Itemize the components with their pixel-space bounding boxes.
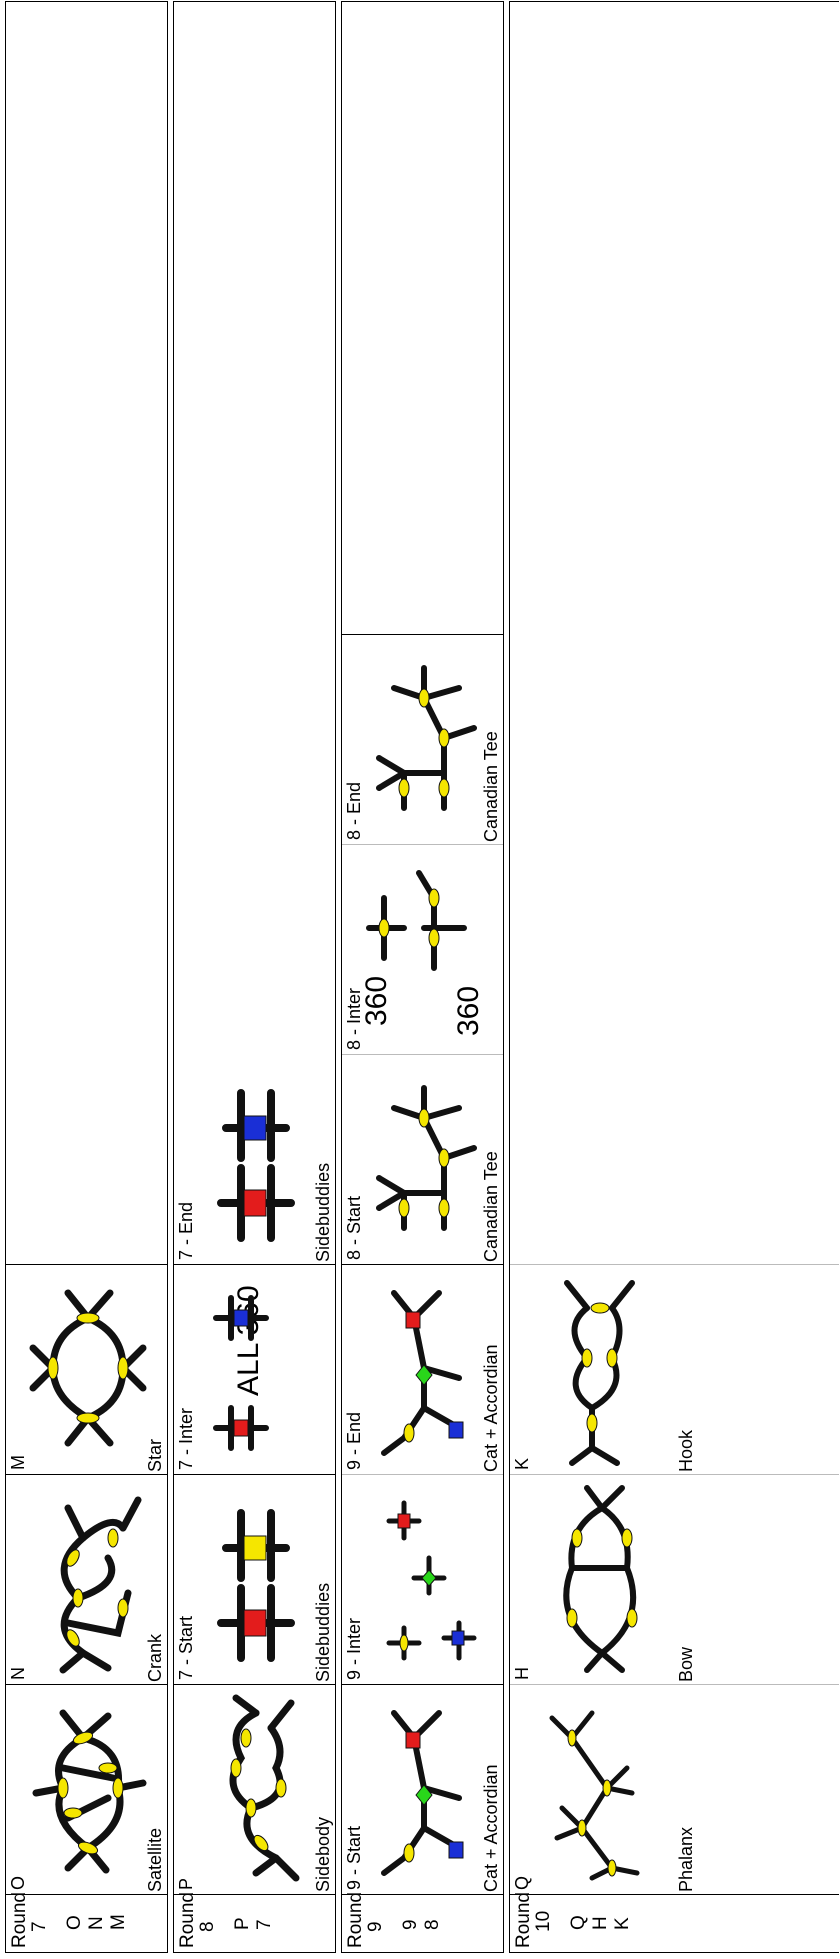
formation-title: 9 - Start: [344, 1826, 365, 1890]
formation-code: O: [64, 1895, 86, 1930]
canadian-tee-start-diagram: [364, 1063, 484, 1258]
round-number: 7: [30, 1895, 50, 1948]
round-word: Round: [10, 1895, 30, 1948]
formation-title: 9 - End: [344, 1412, 365, 1470]
satellite-diagram: [28, 1693, 148, 1888]
round-7-row: Round 7 O N M O: [5, 1, 168, 1953]
formation-caption: Canadian Tee: [481, 1151, 502, 1262]
formation-cell: O Satellite: [6, 1684, 167, 1894]
cat-accordian-start-diagram: [364, 1693, 484, 1888]
formation-code: 8: [422, 1895, 444, 1930]
round-word: Round: [514, 1895, 534, 1948]
round-number: 9: [366, 1895, 386, 1948]
formation-caption: Crank: [145, 1634, 166, 1682]
formation-caption: Cat + Accordian: [481, 1344, 502, 1472]
formation-cell: 7 - Start Sidebuddies: [174, 1474, 335, 1684]
formation-caption: Star: [145, 1439, 166, 1472]
formation-cell: K Hook: [510, 1264, 839, 1474]
formation-title: O: [8, 1876, 29, 1890]
formation-caption: Cat + Accordian: [481, 1764, 502, 1892]
phalanx-diagram: [532, 1693, 672, 1888]
formation-cell: P Sidebody: [174, 1684, 335, 1894]
canadian-tee-inter-diagram: [364, 853, 484, 1048]
formation-title: P: [176, 1878, 197, 1890]
formation-cell: 8 - End Canadian Tee: [342, 634, 503, 844]
formation-title: N: [8, 1667, 29, 1680]
sidebuddies-inter-diagram: [196, 1273, 316, 1468]
crank-diagram: [28, 1483, 148, 1678]
formation-title: M: [8, 1455, 29, 1470]
formation-title: 8 - End: [344, 782, 365, 840]
bow-diagram: [532, 1483, 672, 1678]
round-9-row: Round 9 9 8 9 - Start Cat + Accordian 9 …: [341, 1, 504, 1953]
formation-caption: Sidebuddies: [313, 1583, 334, 1682]
formation-code: 7: [254, 1895, 276, 1930]
formation-code: P: [232, 1895, 254, 1930]
formation-list: O N M: [64, 1895, 130, 1948]
formation-caption: Sidebody: [313, 1817, 334, 1892]
formation-cell: 7 - Inter ALL 360: [174, 1264, 335, 1474]
round-label: Round 10 Q H K: [510, 1894, 839, 1952]
formation-cell: 9 - Inter: [342, 1474, 503, 1684]
formation-title: Q: [512, 1876, 533, 1890]
formation-code: 9: [400, 1895, 422, 1930]
cat-accordian-end-diagram: [364, 1273, 484, 1468]
formation-cell: N Crank: [6, 1474, 167, 1684]
formation-cell: H Bow: [510, 1474, 839, 1684]
formation-title: 7 - Inter: [176, 1408, 197, 1470]
formation-title: H: [512, 1667, 533, 1680]
formation-cell: 9 - End Cat + Accordian: [342, 1264, 503, 1474]
formation-cell: 8 - Inter 360 360: [342, 844, 503, 1054]
formation-cell: 9 - Start Cat + Accordian: [342, 1684, 503, 1894]
round-label: Round 8 P 7: [174, 1894, 335, 1952]
formation-list: 9 8: [400, 1895, 444, 1948]
formation-code: N: [86, 1895, 108, 1930]
formation-caption: Hook: [676, 1430, 697, 1472]
formation-code: K: [612, 1895, 634, 1930]
formation-code: Q: [568, 1895, 590, 1930]
round-word: Round: [346, 1895, 366, 1948]
formation-list: Q H K: [568, 1895, 634, 1948]
formation-cell: 7 - End Sidebuddies: [174, 1054, 335, 1264]
round-number: 10: [534, 1895, 554, 1948]
formation-caption: Bow: [676, 1647, 697, 1682]
formation-title: 9 - Inter: [344, 1618, 365, 1680]
round-word: Round: [178, 1895, 198, 1948]
formation-caption: Phalanx: [676, 1827, 697, 1892]
star-diagram: [28, 1273, 148, 1468]
formation-caption: Canadian Tee: [481, 731, 502, 842]
formation-list: P 7: [232, 1895, 276, 1948]
formation-cell: 8 - Start Canadian Tee: [342, 1054, 503, 1264]
formation-cell: M Star: [6, 1264, 167, 1474]
cat-accordian-inter-diagram: [364, 1483, 484, 1678]
round-label: Round 9 9 8: [342, 1894, 503, 1952]
hook-diagram: [532, 1273, 672, 1468]
round-label: Round 7 O N M: [6, 1894, 167, 1952]
round-10-row: Round 10 Q H K Q Phalanx H: [509, 1, 839, 1953]
formation-caption: Satellite: [145, 1828, 166, 1892]
formation-cell: Q Phalanx: [510, 1684, 839, 1894]
formation-title: 7 - Start: [176, 1616, 197, 1680]
formation-title: 8 - Start: [344, 1196, 365, 1260]
formation-code: M: [108, 1895, 130, 1930]
round-number: 8: [198, 1895, 218, 1948]
formation-caption: Sidebuddies: [313, 1163, 334, 1262]
formation-title: 7 - End: [176, 1202, 197, 1260]
formation-title: K: [512, 1458, 533, 1470]
formation-code: H: [590, 1895, 612, 1930]
sidebody-diagram: [196, 1693, 316, 1888]
canadian-tee-end-diagram: [364, 643, 484, 838]
sidebuddies-start-diagram: [196, 1483, 316, 1678]
round-8-row: Round 8 P 7 P S: [173, 1, 336, 1953]
sidebuddies-end-diagram: [196, 1063, 316, 1258]
